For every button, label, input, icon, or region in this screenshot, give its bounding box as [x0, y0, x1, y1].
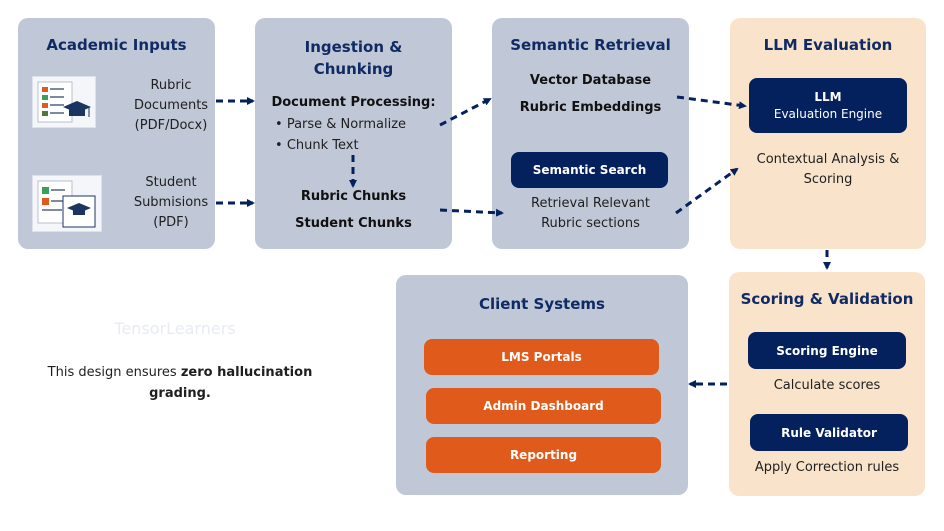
retrieval-title: Semantic Retrieval: [510, 36, 671, 54]
reporting-button[interactable]: Reporting: [426, 437, 661, 473]
rubric-documents-label: Rubric Documents (PDF/Docx): [133, 78, 209, 133]
admin-dashboard-button[interactable]: Admin Dashboard: [426, 388, 661, 424]
design-note: This design ensures zero hallucination g…: [47, 365, 313, 401]
student-chunks: Student Chunks: [295, 216, 412, 231]
student-submissions-label: Student Submisions (PDF): [133, 175, 209, 230]
lms-portals-button[interactable]: LMS Portals: [424, 339, 659, 375]
retrieval-panel: Semantic Retrieval Vector Database Rubri…: [492, 18, 689, 249]
retrieval-caption: Retrieval Relevant Rubric sections: [531, 196, 650, 231]
scoring-validation-title: Scoring & Validation: [740, 290, 914, 308]
client-systems-title: Client Systems: [479, 295, 605, 313]
llm-evaluation-panel: LLM Evaluation LLM Evaluation Engine Con…: [730, 18, 926, 249]
llm-caption: Contextual Analysis & Scoring: [756, 152, 900, 187]
watermark: TensorLearners: [114, 319, 236, 338]
semantic-search-button[interactable]: Semantic Search: [511, 152, 668, 188]
scoring-validation-panel: Scoring & Validation Scoring Engine Calc…: [729, 272, 925, 496]
rule-validator-caption: Apply Correction rules: [754, 460, 900, 475]
vector-database: Vector Database: [529, 73, 652, 88]
document-processing-heading: Document Processing:: [271, 95, 436, 110]
rule-validator-button[interactable]: Rule Validator: [750, 414, 908, 451]
client-systems-panel: Client Systems LMS Portals Admin Dashboa…: [396, 275, 688, 495]
academic-inputs-title: Academic Inputs: [46, 36, 187, 54]
bullet-parse: • Parse & Normalize: [275, 117, 407, 132]
scoring-engine-caption: Calculate scores: [773, 378, 881, 393]
academic-inputs-panel: Academic Inputs Rubric Documents (PDF/Do…: [18, 18, 215, 249]
rubric-chunks: Rubric Chunks: [300, 189, 407, 204]
student-submission-icon: [32, 175, 102, 232]
ingestion-title: Ingestion & Chunking: [304, 38, 403, 78]
rubric-embeddings: Rubric Embeddings: [519, 100, 662, 115]
rubric-document-icon: [32, 76, 96, 128]
llm-evaluation-engine-button[interactable]: LLM Evaluation Engine: [749, 78, 907, 133]
scoring-engine-button[interactable]: Scoring Engine: [748, 332, 906, 369]
llm-evaluation-title: LLM Evaluation: [763, 36, 893, 54]
bullet-chunk: • Chunk Text: [275, 138, 359, 153]
ingestion-panel: Ingestion & Chunking Document Processing…: [255, 18, 452, 249]
